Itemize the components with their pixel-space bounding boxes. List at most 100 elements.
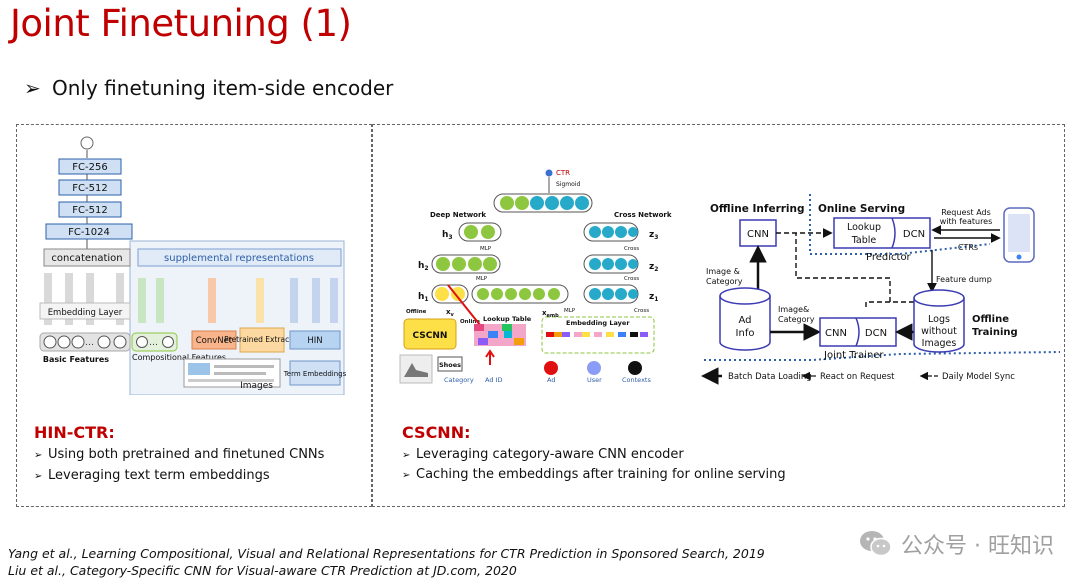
svg-text:…: …: [149, 338, 158, 348]
fc-layer: [58, 201, 122, 218]
compositional-features-label: Compositional Features: [132, 353, 226, 362]
left-panel: [16, 124, 372, 507]
convnet-box: [191, 330, 237, 350]
svg-text:Cross: Cross: [624, 276, 639, 282]
lookup-table-label: Lookup Table: [483, 315, 532, 323]
shoes-label: Shoes: [439, 361, 461, 369]
lookup-table-label-2: Table: [851, 235, 877, 246]
svg-text:h1: h1: [418, 292, 429, 303]
fc-layer: [58, 179, 122, 196]
term-embeddings-label: Term Embeddings: [283, 370, 347, 378]
svg-text:z2: z2: [649, 262, 658, 273]
logs-label-2: without: [921, 326, 957, 337]
lookup-table-grid: [474, 324, 526, 346]
references: Yang et al., Learning Compositional, Vis…: [8, 545, 765, 579]
watermark-text: 公众号 · 旺知识: [901, 534, 1054, 559]
cross-label: Cross: [624, 246, 639, 252]
concatenation-box: [43, 248, 131, 267]
svg-text:z1: z1: [649, 292, 658, 303]
svg-text:xemb: xemb: [542, 309, 559, 319]
output-node: [80, 136, 94, 150]
legend-batch-label: Batch Data Loading: [728, 372, 812, 382]
predictor-label: Predictor: [866, 252, 912, 263]
hin-ctr-point: ➢Leveraging text term embeddings: [34, 468, 270, 483]
concatenation-label: concatenation: [51, 253, 122, 264]
image-category-b-label-2: Category: [778, 315, 815, 324]
user-label: User: [587, 376, 602, 384]
online-label: Online: [460, 319, 480, 325]
ad-info-label-2: Info: [736, 328, 755, 339]
cnn-label: CNN: [747, 229, 769, 240]
cscnn-diagram: CTR Sigmoid Deep Network Cross Network h…: [399, 169, 672, 384]
hin-label: HIN: [307, 336, 322, 346]
embedding-strip: [546, 332, 648, 337]
logs-database: [913, 289, 965, 353]
offline-training-label-2: Training: [972, 327, 1018, 338]
basic-features-label: Basic Features: [43, 355, 109, 364]
dcn-label: DCN: [903, 229, 925, 240]
mlp-label: MLP: [480, 246, 492, 252]
pretrained-extractor-box: [239, 327, 285, 353]
svg-text:z3: z3: [649, 230, 658, 241]
request-ads-label-2: with features: [940, 217, 993, 226]
shoe-image: [399, 354, 433, 384]
contexts-label: Contexts: [622, 376, 651, 384]
ad-id-label: Ad ID: [485, 376, 502, 384]
fc-layer-label: FC-256: [72, 162, 107, 173]
watermark: 公众号 · 旺知识: [859, 528, 1054, 560]
ad-label: Ad: [547, 376, 555, 384]
arrow-bullet-icon: ➢: [402, 470, 411, 481]
pretrained-extractor-label: Pretrained Extractor: [224, 335, 301, 344]
reference-item: Yang et al., Learning Compositional, Vis…: [8, 546, 765, 561]
ctr-label: CTR: [556, 169, 570, 177]
main-bullet-text: Only finetuning item-side encoder: [52, 76, 394, 100]
logs-label-1: Logs: [928, 314, 950, 325]
joint-trainer-label: Joint Trainer: [823, 350, 884, 361]
convnet-label: ConvNet: [196, 336, 233, 346]
arrow-bullet-icon: ➢: [402, 450, 411, 461]
images-label: Images: [240, 381, 273, 391]
embedding-layer-label: Embedding Layer: [566, 319, 630, 327]
svg-text:h2: h2: [418, 261, 429, 272]
cscnn-box: [403, 318, 457, 350]
user-node: [587, 361, 601, 375]
svg-text:MLP: MLP: [564, 308, 576, 314]
image-category-b-label-1: Image&: [778, 305, 809, 314]
arrow-bullet-icon: ➢: [34, 471, 43, 482]
offline-label: Offline: [406, 309, 427, 315]
legend-react-label: React on Request: [820, 372, 895, 382]
ad-info-label-1: Ad: [738, 315, 751, 326]
image-category-label-1: Image &: [706, 267, 740, 276]
hin-ctr-heading: HIN-CTR:: [34, 423, 115, 442]
embedding-layer-band: [39, 302, 131, 320]
cross-network-label: Cross Network: [614, 211, 672, 219]
fc-stack: FC-256 FC-512 FC-512 FC-1024: [45, 158, 133, 249]
supplemental-box: [137, 248, 342, 267]
svg-text:xv: xv: [446, 308, 455, 318]
contexts-node: [628, 361, 642, 375]
lookup-table-label-1: Lookup: [847, 222, 881, 233]
sigmoid-label: Sigmoid: [556, 181, 580, 188]
supplemental-label: supplemental representations: [164, 253, 314, 264]
joint-dcn-label: DCN: [865, 328, 887, 339]
legend: Batch Data Loading React on Request Dail…: [701, 367, 1015, 385]
offline-training-label-1: Offline: [972, 314, 1009, 325]
compositional-embeddings: [138, 278, 164, 323]
fc-layer: [45, 223, 133, 240]
reference-item: Liu et al., Category-Specific CNN for Vi…: [8, 563, 517, 578]
main-bullet: ➢Only finetuning item-side encoder: [24, 76, 393, 100]
svg-text:MLP: MLP: [476, 276, 488, 282]
lookup-table-box: [833, 217, 931, 249]
ad-node: [544, 361, 558, 375]
request-ads-label-1: Request Ads: [941, 208, 991, 217]
fc-layer-label: FC-1024: [68, 227, 110, 238]
hin-ctr-point: ➢Using both pretrained and finetuned CNN…: [34, 447, 325, 462]
image-category-label-2: Category: [706, 277, 743, 286]
fc-layer-label: FC-512: [72, 205, 107, 216]
ctrs-label: CTRs: [958, 243, 978, 252]
arrow-bullet-icon: ➢: [34, 450, 43, 461]
cscnn-label: CSCNN: [413, 331, 448, 341]
shoes-box: [437, 356, 463, 372]
embedding-layer-label: Embedding Layer: [48, 308, 123, 318]
fc-layer-label: FC-512: [72, 183, 107, 194]
